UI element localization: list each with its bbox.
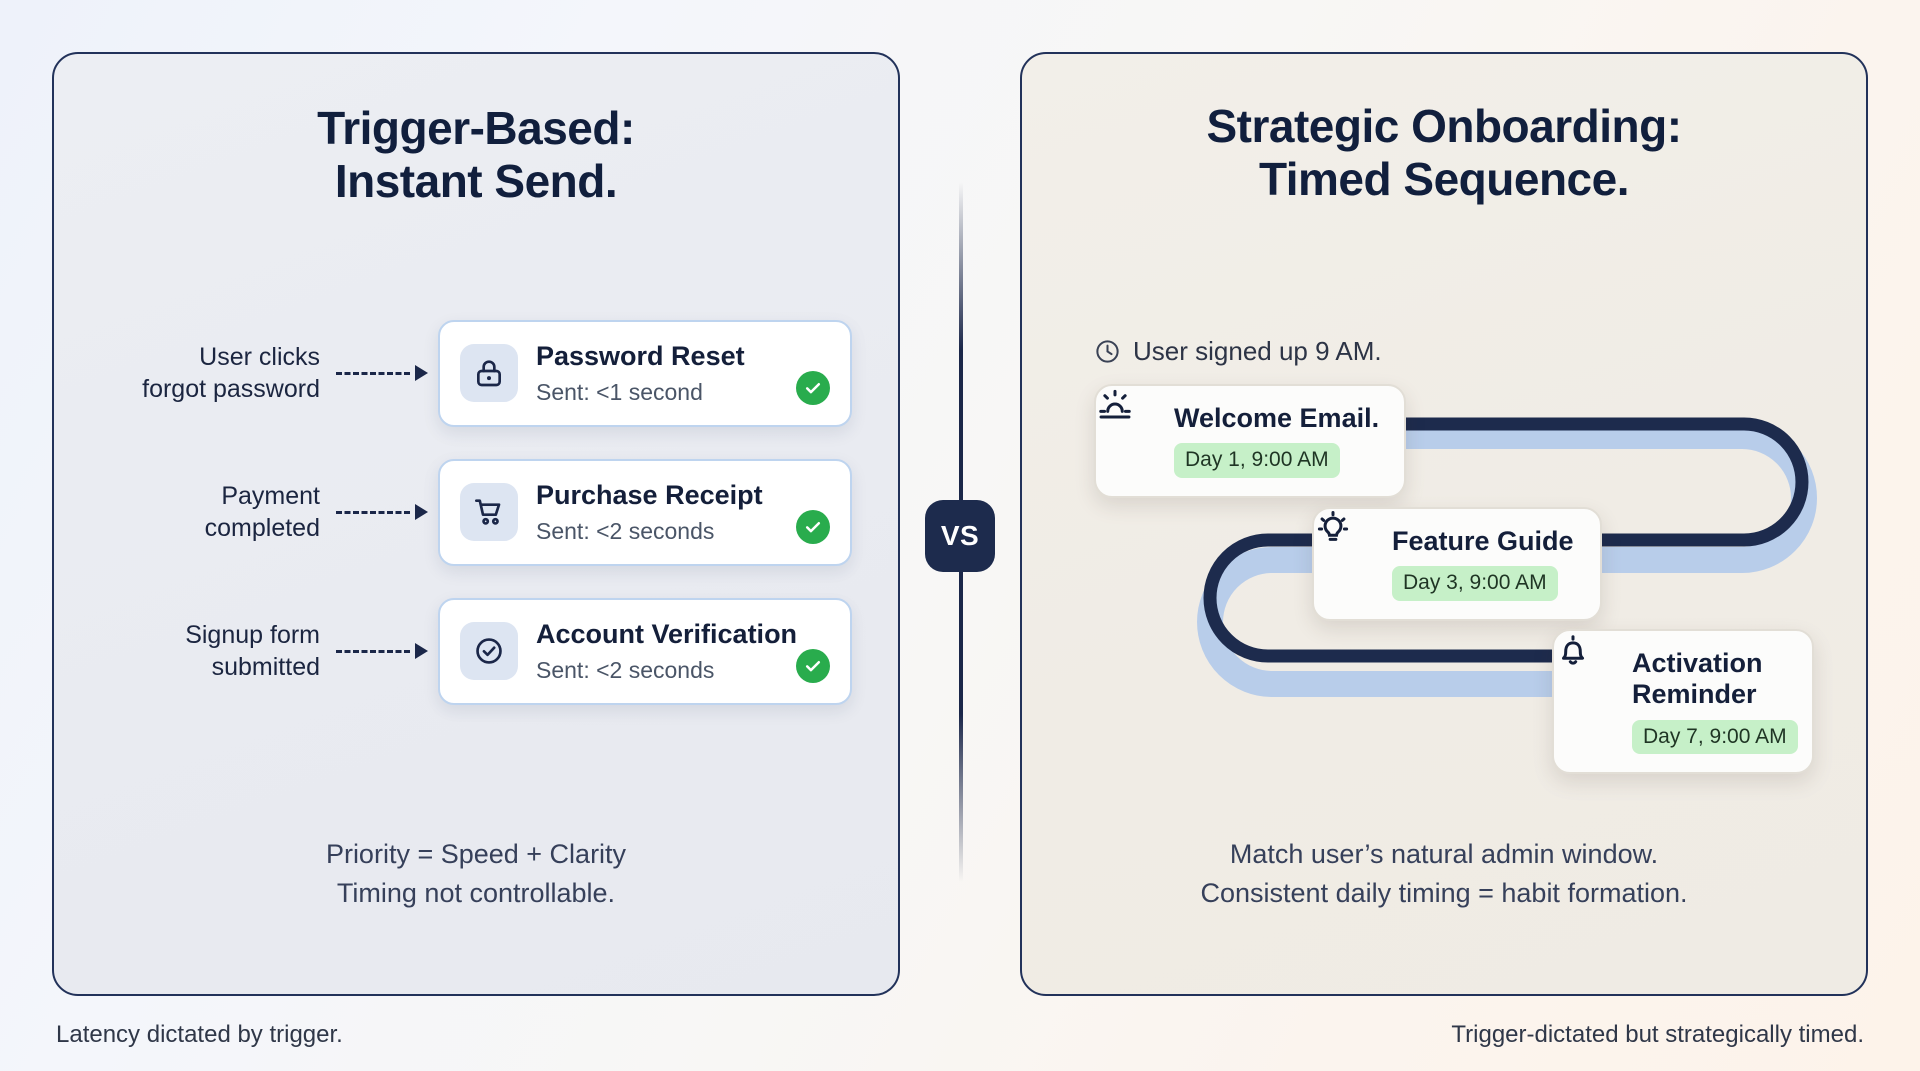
dashed-arrow-icon [336, 639, 428, 663]
lightbulb-icon [1317, 510, 1378, 576]
caption-left: Latency dictated by trigger. [56, 1021, 343, 1048]
bell-icon [1561, 635, 1618, 698]
trigger-row-list: User clicks forgot password [54, 320, 898, 737]
shopping-cart-icon [460, 483, 518, 542]
left-panel-title: Trigger-Based: Instant Send. [54, 102, 898, 209]
left-panel-title-line1: Trigger-Based: [317, 102, 635, 154]
event-subtitle: Sent: <2 seconds [536, 518, 715, 545]
trigger-label-line2: completed [204, 514, 320, 543]
event-title: Password Reset [536, 341, 745, 371]
trigger-label-line2: submitted [211, 653, 320, 682]
green-check-icon [796, 509, 830, 544]
trigger-row: Payment completed Purchase [54, 458, 898, 566]
clock-icon [1094, 338, 1121, 365]
left-panel-trigger-based: Trigger-Based: Instant Send. User clicks… [52, 52, 900, 996]
signup-note: User signed up 9 AM. [1094, 336, 1382, 367]
trigger-label: User clicks forgot password [124, 341, 320, 405]
right-panel-title-line2: Timed Sequence. [1258, 153, 1630, 206]
right-footer-line1: Match user’s natural admin window. [1229, 839, 1659, 870]
trigger-row: Signup form submitted Account Verificati… [54, 597, 898, 705]
schedule-pill: Day 3, 9:00 AM [1392, 566, 1558, 601]
schedule-pill: Day 1, 9:00 AM [1174, 443, 1340, 478]
onboarding-timeline: Welcome Email. Day 1, 9:00 AM Feature Gu… [1022, 384, 1870, 814]
right-panel-title-line1: Strategic Onboarding: [1206, 100, 1682, 152]
event-subtitle: Sent: <2 seconds [536, 657, 715, 684]
event-card-purchase-receipt[interactable]: Purchase Receipt Sent: <2 seconds [438, 458, 852, 566]
dashed-arrow-icon [336, 500, 428, 524]
right-footer-line2: Consistent daily timing = habit formatio… [1200, 877, 1688, 908]
event-title: Account Verification [536, 618, 798, 649]
left-panel-title-line2: Instant Send. [334, 155, 618, 208]
sequence-card-activation-reminder[interactable]: Activation Reminder Day 7, 9:00 AM [1552, 629, 1814, 774]
trigger-label-line1: Payment [221, 482, 320, 511]
sequence-title: Welcome Email. [1174, 403, 1380, 433]
left-panel-footer: Priority = Speed + Clarity Timing not co… [54, 835, 898, 912]
vs-badge: VS [925, 500, 995, 572]
sequence-title: Activation Reminder [1632, 648, 1763, 710]
sunrise-icon [1099, 389, 1160, 453]
trigger-label-line2: forgot password [142, 375, 320, 404]
right-panel-title: Strategic Onboarding: Timed Sequence. [1022, 100, 1866, 207]
trigger-label-line1: Signup form [185, 621, 320, 650]
signup-note-text: User signed up 9 AM. [1133, 336, 1382, 366]
sequence-title: Feature Guide [1392, 526, 1574, 556]
sequence-card-welcome-email[interactable]: Welcome Email. Day 1, 9:00 AM [1094, 384, 1406, 498]
trigger-label: Signup form submitted [124, 619, 320, 683]
event-card-account-verification[interactable]: Account Verification Sent: <2 seconds [438, 597, 852, 705]
lock-icon [460, 344, 518, 403]
event-card-password-reset[interactable]: Password Reset Sent: <1 second [438, 320, 852, 427]
green-check-icon [796, 648, 830, 683]
trigger-label-line1: User clicks [199, 343, 320, 372]
trigger-label: Payment completed [124, 480, 320, 544]
right-panel-strategic-onboarding: Strategic Onboarding: Timed Sequence. Us… [1020, 52, 1868, 996]
dashed-arrow-icon [336, 361, 428, 385]
check-circle-icon [460, 622, 518, 681]
right-panel-footer: Match user’s natural admin window. Consi… [1022, 835, 1866, 912]
event-title: Purchase Receipt [536, 479, 763, 510]
sequence-card-feature-guide[interactable]: Feature Guide Day 3, 9:00 AM [1312, 507, 1602, 621]
left-footer-line2: Timing not controllable. [336, 877, 616, 908]
green-check-icon [796, 370, 830, 405]
schedule-pill: Day 7, 9:00 AM [1632, 719, 1798, 754]
event-subtitle: Sent: <1 second [536, 379, 703, 406]
trigger-row: User clicks forgot password [54, 320, 898, 427]
left-footer-line1: Priority = Speed + Clarity [325, 839, 627, 870]
caption-right: Trigger-dictated but strategically timed… [1451, 1021, 1864, 1048]
